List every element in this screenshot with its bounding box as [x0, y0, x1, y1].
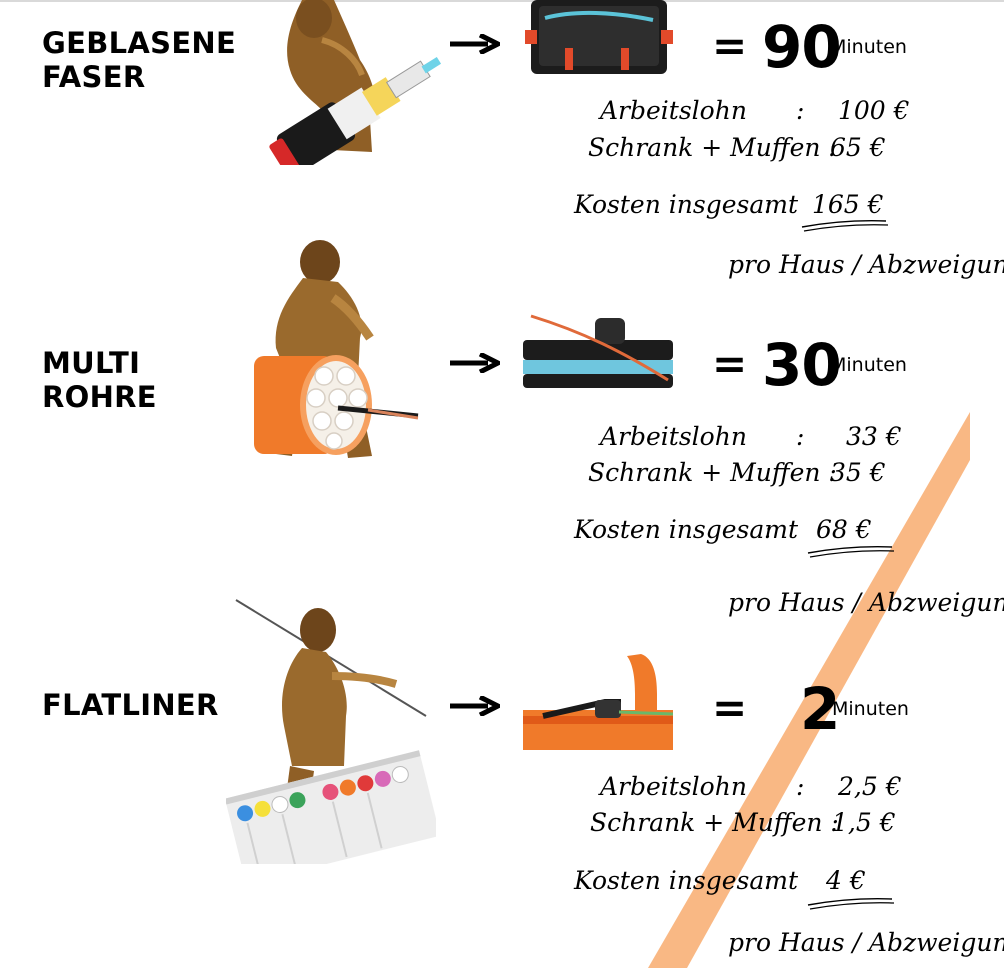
- spear-flat-ducts-icon: [226, 599, 436, 864]
- labor-value: 33 €: [846, 422, 902, 451]
- splice-closure-icon: [525, 0, 673, 74]
- total-underline: [807, 898, 895, 910]
- total-sep: :: [764, 515, 773, 544]
- minutes-unit: Minuten: [830, 354, 907, 376]
- labor-sep: :: [796, 422, 805, 451]
- section-title: GEBLASENE FASER: [42, 26, 236, 94]
- section-blown-fiber: GEBLASENE FASER = 90 Minuten Arbeitslohn: [0, 0, 1004, 300]
- title-line-1: MULTI: [42, 346, 141, 380]
- title-line-1: GEBLASENE: [42, 26, 237, 60]
- total-underline: [801, 220, 889, 232]
- labor-label: Arbeitslohn: [600, 422, 747, 451]
- cabinet-label: Schrank + Muffen :: [590, 808, 839, 837]
- per-house-note: pro Haus / Abzweigung: [728, 588, 1004, 617]
- total-label: Kosten insgesamt: [574, 515, 798, 544]
- cabinet-value: 65 €: [830, 133, 886, 162]
- arrow-right-icon: [450, 34, 500, 54]
- cabinet-value: 1,5 €: [832, 808, 896, 837]
- labor-value: 2,5 €: [838, 772, 902, 801]
- section-multi-duct: MULTI ROHRE = 30 Minuten Arbe: [0, 230, 1004, 630]
- per-house-note: pro Haus / Abzweigung: [728, 928, 1004, 957]
- labor-value: 100 €: [838, 96, 910, 125]
- minutes-value: 30: [762, 331, 842, 399]
- total-value: 4 €: [826, 866, 866, 895]
- title-line-2: ROHRE: [42, 380, 157, 414]
- cable-joint-icon: [523, 314, 673, 388]
- equals-sign: =: [712, 683, 748, 732]
- labor-sep: :: [796, 96, 805, 125]
- labor-label: Arbeitslohn: [600, 96, 747, 125]
- total-sep: :: [764, 190, 773, 219]
- total-label: Kosten insgesamt: [574, 190, 798, 219]
- section-flatliner: FLATLINER: [0, 590, 1004, 968]
- minutes-unit: Minuten: [830, 36, 907, 58]
- section-title: MULTI ROHRE: [42, 346, 157, 414]
- title-line-2: FASER: [42, 60, 146, 94]
- cabinet-label: Schrank + Muffen :: [588, 458, 837, 487]
- labor-sep: :: [796, 772, 805, 801]
- syringe-cable-icon: [269, 0, 442, 165]
- arrow-right-icon: [450, 696, 500, 716]
- equals-sign: =: [712, 339, 748, 388]
- title-line-1: FLATLINER: [42, 688, 219, 722]
- arrow-right-icon: [450, 353, 500, 373]
- top-divider: [0, 0, 1004, 2]
- flat-duct-icon: [523, 654, 673, 750]
- total-value: 165 €: [812, 190, 884, 219]
- minutes-value: 90: [762, 13, 842, 81]
- total-value: 68 €: [816, 515, 872, 544]
- minutes-unit: Minuten: [832, 698, 909, 720]
- multiduct-roll-icon: [254, 240, 419, 458]
- total-label: Kosten insgesamt: [574, 866, 798, 895]
- section-title: FLATLINER: [42, 688, 219, 722]
- cabinet-value: 35 €: [830, 458, 886, 487]
- total-underline: [807, 546, 895, 558]
- total-sep: :: [764, 866, 773, 895]
- minutes-value: 2: [800, 675, 840, 743]
- per-house-note: pro Haus / Abzweigung: [728, 250, 1004, 279]
- labor-label: Arbeitslohn: [600, 772, 747, 801]
- equals-sign: =: [712, 21, 748, 70]
- cabinet-label: Schrank + Muffen :: [588, 133, 837, 162]
